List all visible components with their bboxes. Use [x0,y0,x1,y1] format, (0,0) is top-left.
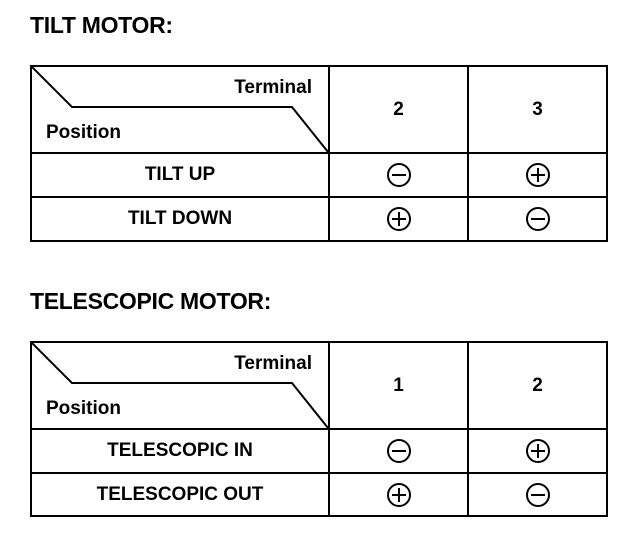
polarity-cell [467,428,608,474]
polarity-cell [328,472,469,517]
terminal-header-cell: 3 [467,65,608,154]
tilt-header-corner: Terminal Position [30,65,330,154]
position-cell: TELESCOPIC OUT [30,472,330,517]
position-cell: TILT DOWN [30,196,330,242]
terminal-header-label: Terminal [234,353,312,374]
position-cell: TELESCOPIC IN [30,428,330,474]
diagonal-divider [32,343,328,428]
terminal-header-cell: 2 [328,65,469,154]
minus-circle-icon [386,439,411,463]
plus-circle-icon [525,163,550,187]
telescopic-motor-table: Terminal Position 1 2 TELESCOPIC IN TELE… [30,341,608,517]
plus-circle-icon [386,482,411,507]
minus-circle-icon [525,207,550,231]
polarity-cell [467,152,608,198]
terminal-header-cell: 1 [328,341,469,430]
polarity-cell [467,472,608,517]
telescopic-motor-title: TELESCOPIC MOTOR: [30,288,272,314]
plus-circle-icon [386,207,411,231]
polarity-cell [328,196,469,242]
plus-circle-icon [525,439,550,463]
tilt-motor-title: TILT MOTOR: [30,12,173,38]
polarity-cell [467,196,608,242]
tilt-motor-table: Terminal Position 2 3 TILT UP TILT DOWN [30,65,608,242]
terminal-header-label: Terminal [234,77,312,98]
polarity-cell [328,428,469,474]
position-cell: TILT UP [30,152,330,198]
position-header-label: Position [46,398,121,419]
diagonal-divider [32,67,328,152]
position-header-label: Position [46,122,121,143]
terminal-header-cell: 2 [467,341,608,430]
telescopic-header-corner: Terminal Position [30,341,330,430]
minus-circle-icon [386,163,411,187]
minus-circle-icon [525,482,550,507]
polarity-cell [328,152,469,198]
